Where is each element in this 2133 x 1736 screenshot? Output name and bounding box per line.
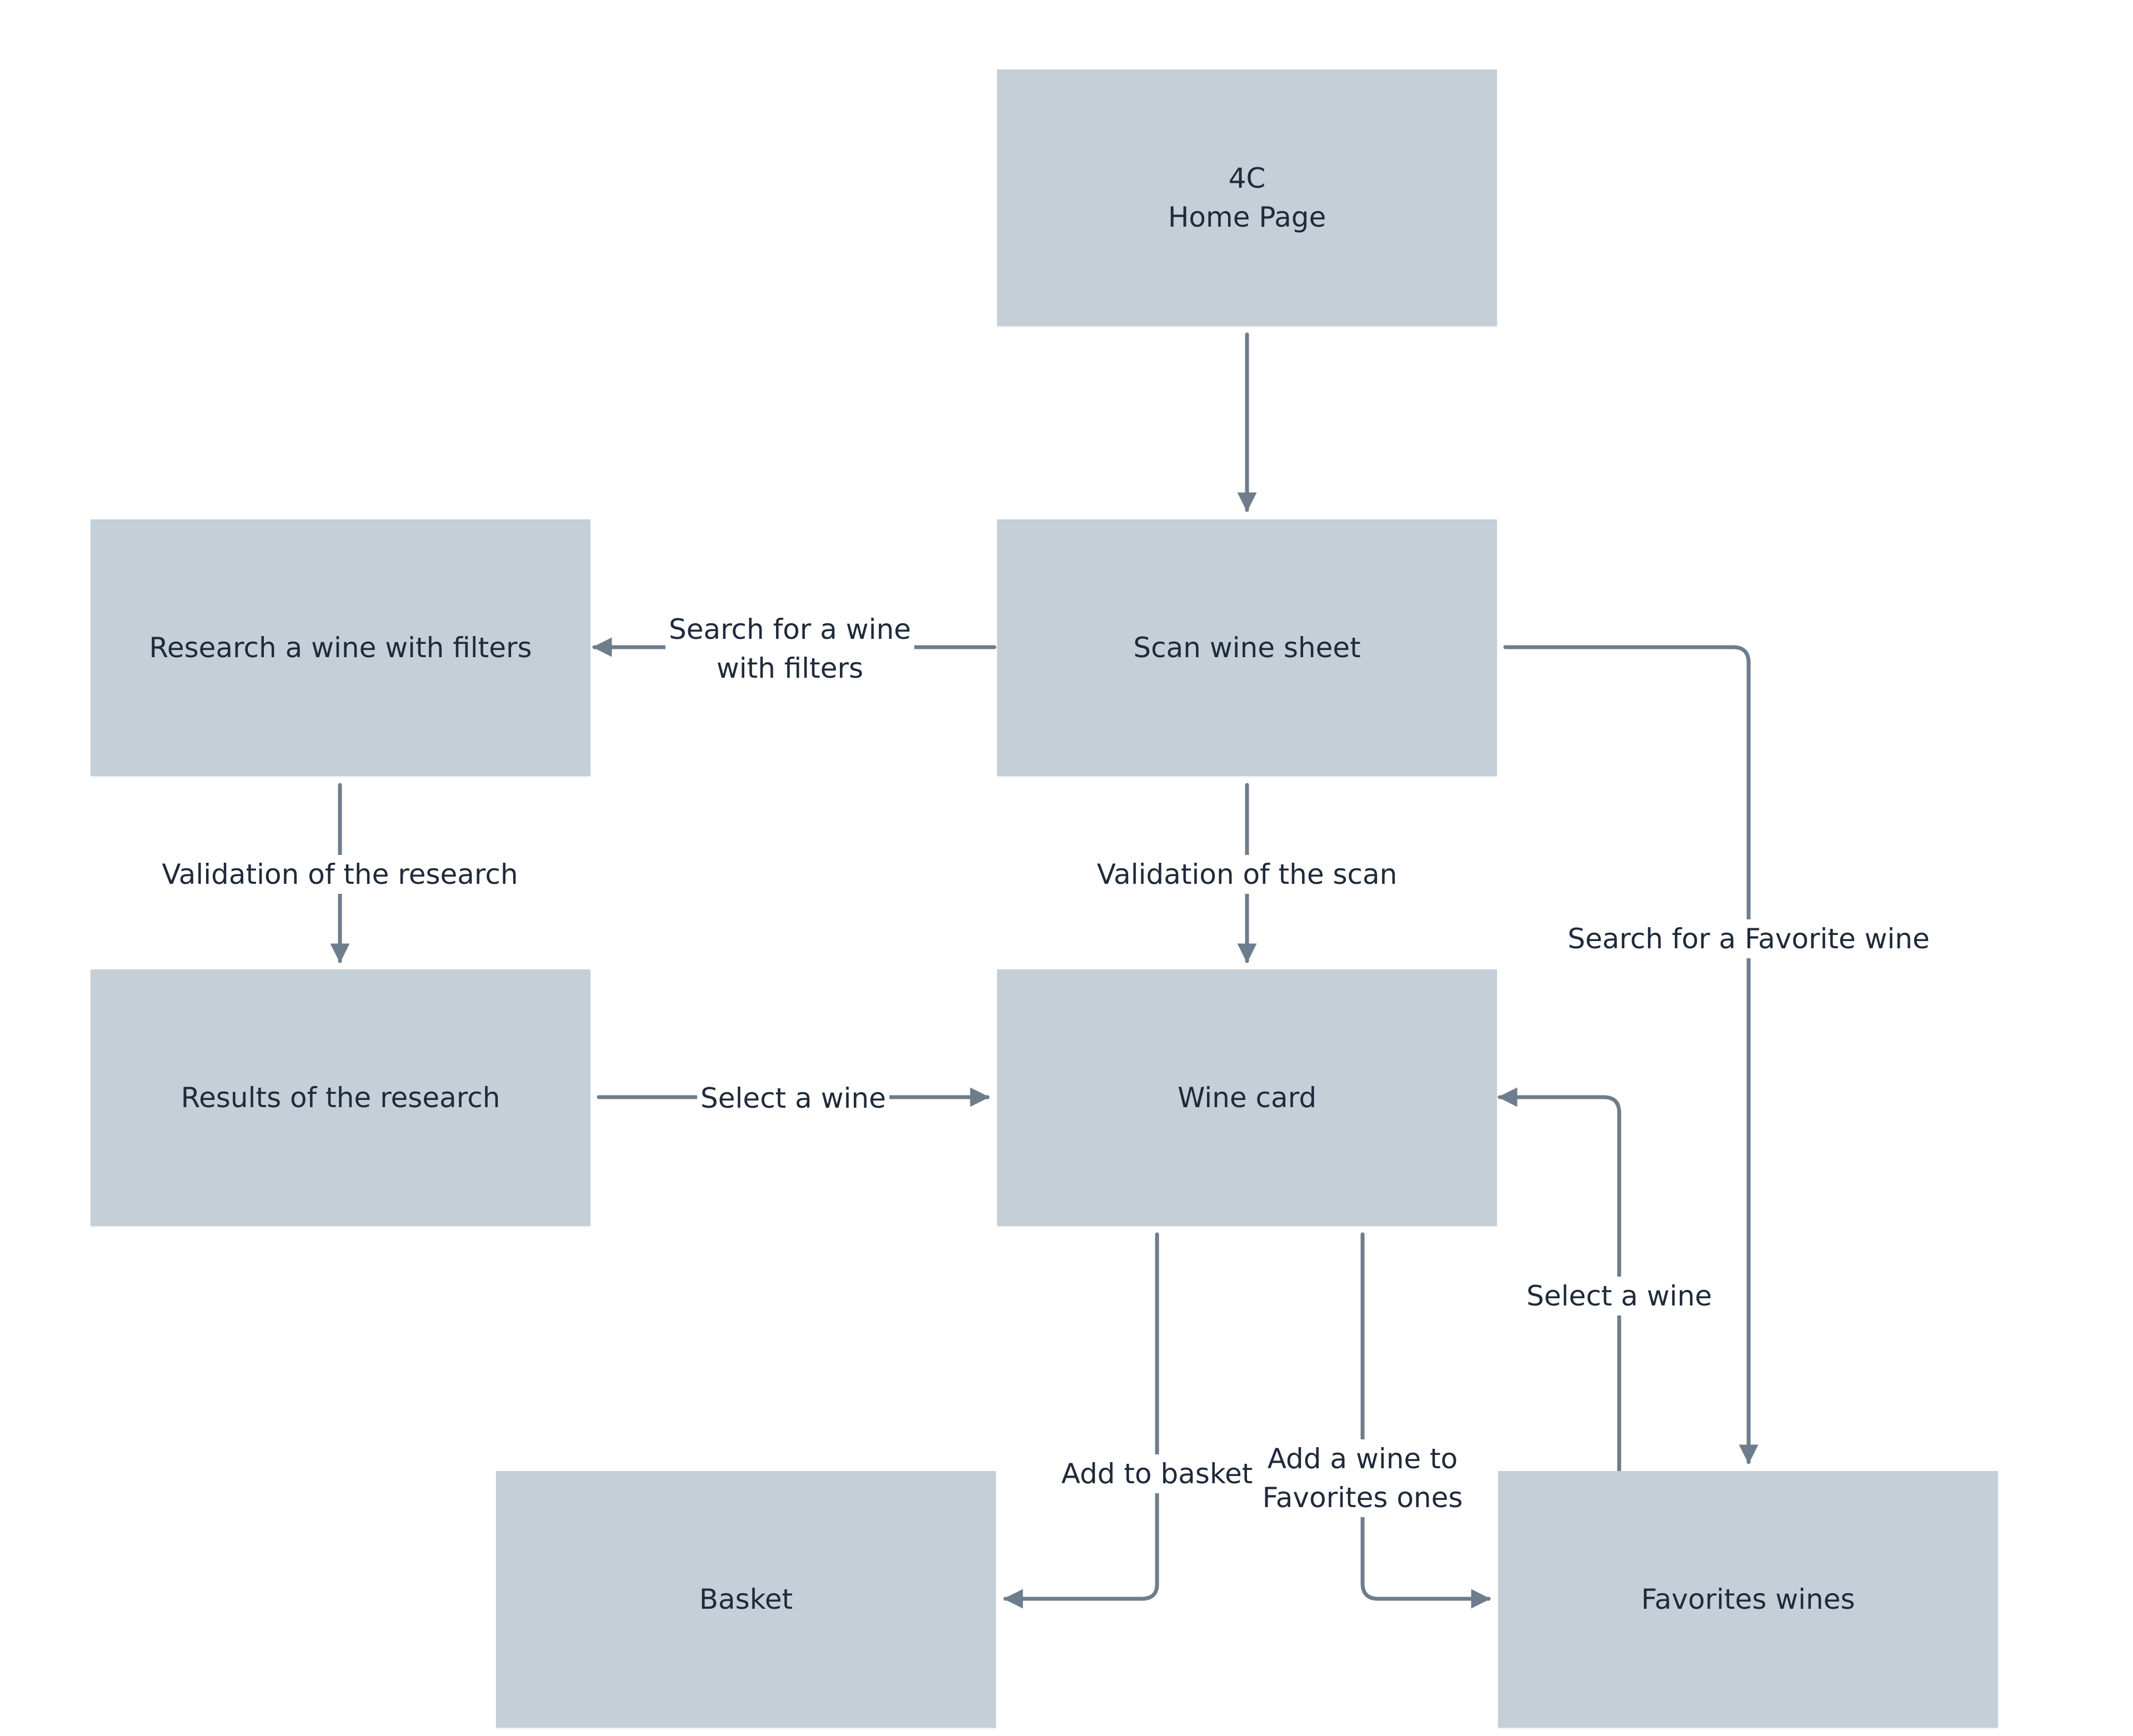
node-results-research-label: Results of the research [181,1082,500,1114]
node-basket-label: Basket [699,1583,793,1615]
edge-label-add-favorites: Add a wine to Favorites ones [1259,1439,1466,1517]
edge-label-select-wine-results: Select a wine [697,1079,889,1118]
edge-label-search-favorite: Search for a Favorite wine [1564,919,1933,958]
edge-winecard-to-favorites [1360,1232,1491,1609]
node-results-research: Results of the research [91,969,590,1226]
edge-label-validation-research: Validation of the research [158,855,522,894]
node-home-page: 4C Home Page [997,69,1497,326]
node-favorites-wines: Favorites wines [1498,1471,1998,1728]
node-research-wine-filters: Research a wine with filters [91,519,590,776]
node-wine-card: Wine card [997,969,1497,1226]
node-home-page-label: 4C Home Page [1168,162,1326,233]
edge-label-select-wine-favorites: Select a wine [1523,1277,1715,1315]
node-research-wine-filters-label: Research a wine with filters [149,632,532,664]
node-scan-wine-sheet: Scan wine sheet [997,519,1497,776]
edge-favorites-to-winecard [1498,1087,1621,1474]
edge-label-search-filters: Search for a wine with filters [665,610,915,688]
node-favorites-wines-label: Favorites wines [1641,1583,1855,1615]
edge-winecard-to-basket [1003,1232,1159,1609]
edge-label-validation-scan: Validation of the scan [1093,855,1401,894]
node-basket: Basket [496,1471,996,1728]
edge-label-add-basket: Add to basket [1058,1454,1256,1493]
edge-scan-to-favorites [1503,645,1759,1464]
node-wine-card-label: Wine card [1177,1082,1317,1114]
node-scan-wine-sheet-label: Scan wine sheet [1133,632,1361,664]
